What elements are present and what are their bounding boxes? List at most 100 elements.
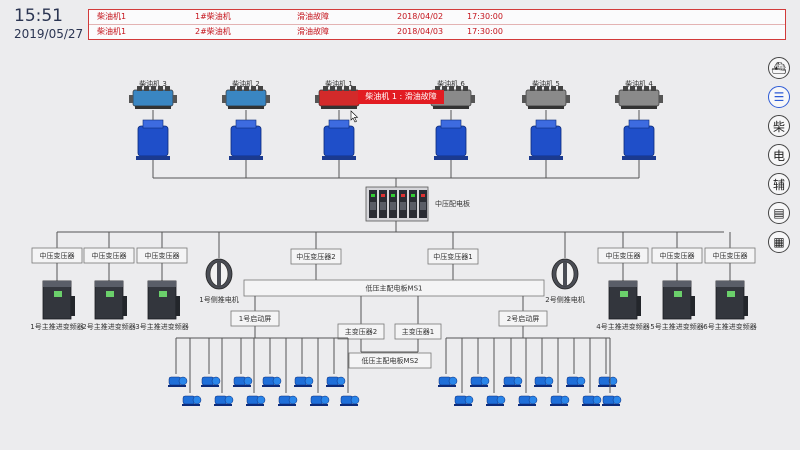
fault-tooltip: 柴油机 1 : 滑油故障 bbox=[358, 90, 444, 104]
thruster-motor-label: 2号侧推电机 bbox=[545, 295, 584, 304]
vfd-label: 3号主推进变频器 bbox=[135, 322, 188, 331]
pump-motor-icon[interactable] bbox=[310, 395, 330, 406]
mv-transformer[interactable]: 中压变压器 bbox=[31, 247, 83, 264]
pump-motor-icon[interactable] bbox=[340, 395, 360, 406]
vfd-cabinet-icon[interactable] bbox=[42, 280, 75, 320]
pump-motor-icon[interactable] bbox=[326, 376, 346, 387]
mv-transformer[interactable]: 中压变压器 bbox=[83, 247, 135, 264]
lv-switchboard-ms2[interactable]: 低压主配电板MS2 bbox=[348, 352, 432, 369]
start-panel[interactable]: 2号启动屏 bbox=[498, 310, 548, 327]
pump-motor-icon[interactable] bbox=[598, 376, 618, 387]
engine-label: 柴油机 5 bbox=[532, 79, 560, 88]
thruster-motor-label: 1号侧推电机 bbox=[199, 295, 238, 304]
vfd-cabinet-icon[interactable] bbox=[608, 280, 641, 320]
pump-motor-icon[interactable] bbox=[246, 395, 266, 406]
mv-transformer-label: 中压变压器 bbox=[145, 251, 180, 260]
lv-switchboard-ms1[interactable]: 低压主配电板MS1 bbox=[243, 279, 545, 297]
pump-motor-icon[interactable] bbox=[582, 395, 602, 406]
vfd-cabinet-icon[interactable] bbox=[715, 280, 748, 320]
pump-motor-icon[interactable] bbox=[454, 395, 474, 406]
menu-icon[interactable]: ☰ bbox=[768, 86, 790, 108]
engine-label: 柴油机 1 bbox=[325, 79, 353, 88]
generator-icon[interactable] bbox=[622, 119, 656, 160]
generator-icon[interactable] bbox=[434, 119, 468, 160]
diesel-icon[interactable]: 柴 bbox=[768, 115, 790, 137]
generator-icon[interactable] bbox=[136, 119, 170, 160]
vfd-label: 5号主推进变频器 bbox=[650, 322, 703, 331]
diesel-engine-icon[interactable] bbox=[222, 86, 270, 109]
lv-switchboard-ms1-label: 低压主配电板MS1 bbox=[366, 284, 423, 293]
alarm-fault: 滑油故障 bbox=[297, 27, 329, 36]
generator-icon[interactable] bbox=[229, 119, 263, 160]
mv-transformer-label: 中压变压器 bbox=[40, 251, 75, 260]
diesel-engine-icon[interactable] bbox=[315, 86, 363, 109]
pump-motor-icon[interactable] bbox=[294, 376, 314, 387]
main-transformer[interactable]: 主变压器2 bbox=[337, 323, 385, 340]
mv-transformer-label: 中压变压器 bbox=[606, 251, 641, 260]
document-icon[interactable]: ▤ bbox=[768, 202, 790, 224]
start-panel-label: 1号启动屏 bbox=[239, 314, 271, 323]
alarm-row[interactable]: 柴油机1 1#柴油机 滑油故障 2018/04/02 17:30:00 bbox=[89, 10, 785, 25]
generator-icon[interactable] bbox=[322, 119, 356, 160]
vfd-cabinet-icon[interactable] bbox=[94, 280, 127, 320]
alarm-row[interactable]: 柴油机1 2#柴油机 滑油故障 2018/04/03 17:30:00 bbox=[89, 25, 785, 39]
pump-motor-icon[interactable] bbox=[233, 376, 253, 387]
mv-switchboard-icon[interactable] bbox=[365, 186, 429, 222]
mv-transformer-label: 中压变压器2 bbox=[296, 252, 335, 261]
main-transformer-label: 主变压器2 bbox=[345, 327, 377, 336]
pump-motor-icon[interactable] bbox=[214, 395, 234, 406]
pump-motor-icon[interactable] bbox=[262, 376, 282, 387]
vfd-label: 6号主推进变频器 bbox=[703, 322, 756, 331]
pump-motor-icon[interactable] bbox=[278, 395, 298, 406]
mv-transformer[interactable]: 中压变压器 bbox=[651, 247, 703, 264]
report-icon[interactable]: ▦ bbox=[768, 231, 790, 253]
diesel-engine-icon[interactable] bbox=[522, 86, 570, 109]
alarm-source: 柴油机1 bbox=[97, 12, 127, 21]
vfd-label: 2号主推进变频器 bbox=[82, 322, 135, 331]
mv-transformer[interactable]: 中压变压器 bbox=[597, 247, 649, 264]
pump-motor-icon[interactable] bbox=[534, 376, 554, 387]
thruster-motor-icon[interactable] bbox=[551, 258, 579, 290]
auxiliary-icon[interactable]: 辅 bbox=[768, 173, 790, 195]
alarm-device: 1#柴油机 bbox=[195, 12, 231, 21]
generator-icon[interactable] bbox=[529, 119, 563, 160]
diesel-engine-icon[interactable] bbox=[129, 86, 177, 109]
pump-motor-icon[interactable] bbox=[486, 395, 506, 406]
mv-transformer[interactable]: 中压变压器 bbox=[704, 247, 756, 264]
main-transformer[interactable]: 主变压器1 bbox=[394, 323, 442, 340]
pump-motor-icon[interactable] bbox=[201, 376, 221, 387]
pump-motor-icon[interactable] bbox=[182, 395, 202, 406]
start-panel[interactable]: 1号启动屏 bbox=[230, 310, 280, 327]
pump-motor-icon[interactable] bbox=[503, 376, 523, 387]
mv-switchboard-label: 中压配电板 bbox=[435, 199, 470, 208]
thruster-motor-icon[interactable] bbox=[205, 258, 233, 290]
alarm-device: 2#柴油机 bbox=[195, 27, 231, 36]
pump-motor-icon[interactable] bbox=[550, 395, 570, 406]
alarm-time: 17:30:00 bbox=[467, 12, 503, 21]
engine-label: 柴油机 4 bbox=[625, 79, 653, 88]
mv-transformer[interactable]: 中压变压器2 bbox=[290, 248, 342, 265]
mv-transformer[interactable]: 中压变压器1 bbox=[427, 248, 479, 265]
ship-icon[interactable]: ⛴ bbox=[768, 57, 790, 79]
vfd-cabinet-icon[interactable] bbox=[662, 280, 695, 320]
pump-motor-icon[interactable] bbox=[566, 376, 586, 387]
pump-motor-icon[interactable] bbox=[438, 376, 458, 387]
vfd-label: 1号主推进变频器 bbox=[30, 322, 83, 331]
cursor-icon bbox=[350, 110, 359, 123]
pump-motor-icon[interactable] bbox=[518, 395, 538, 406]
alarm-date: 2018/04/02 bbox=[397, 12, 444, 21]
vfd-cabinet-icon[interactable] bbox=[147, 280, 180, 320]
alarm-time: 17:30:00 bbox=[467, 27, 503, 36]
pump-motor-icon[interactable] bbox=[602, 395, 622, 406]
engine-label: 柴油机 2 bbox=[232, 79, 260, 88]
pump-motor-icon[interactable] bbox=[470, 376, 490, 387]
mv-transformer-label: 中压变压器 bbox=[713, 251, 748, 260]
diesel-engine-icon[interactable] bbox=[615, 86, 663, 109]
clock-time: 15:51 bbox=[14, 6, 63, 26]
pump-motor-icon[interactable] bbox=[168, 376, 188, 387]
alarm-fault: 滑油故障 bbox=[297, 12, 329, 21]
electric-icon[interactable]: 电 bbox=[768, 144, 790, 166]
mv-transformer[interactable]: 中压变压器 bbox=[136, 247, 188, 264]
